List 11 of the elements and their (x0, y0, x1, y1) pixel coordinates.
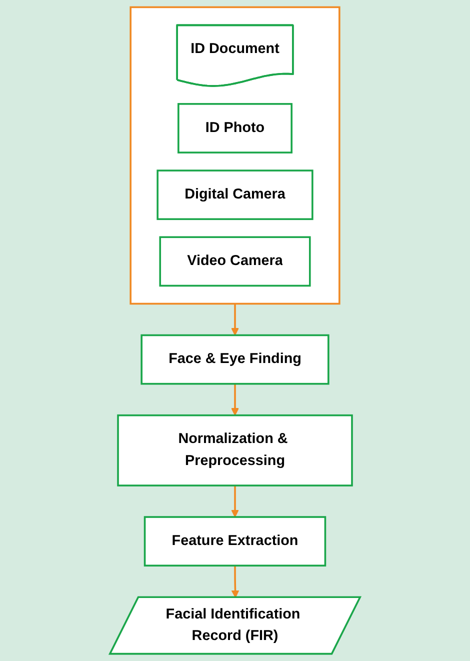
node-box: Normalization & Preprocessing (117, 414, 353, 486)
node-box: ID Photo (178, 103, 292, 154)
cluster (130, 6, 340, 305)
arrow (231, 486, 239, 518)
node-box: Face & Eye Finding (140, 334, 330, 385)
arrow (231, 566, 240, 598)
arrow (231, 304, 239, 336)
arrow (231, 384, 239, 416)
node-box: Digital Camera (156, 170, 314, 220)
node-box: Video Camera (159, 236, 311, 287)
node-box: Feature Extraction (144, 516, 326, 566)
